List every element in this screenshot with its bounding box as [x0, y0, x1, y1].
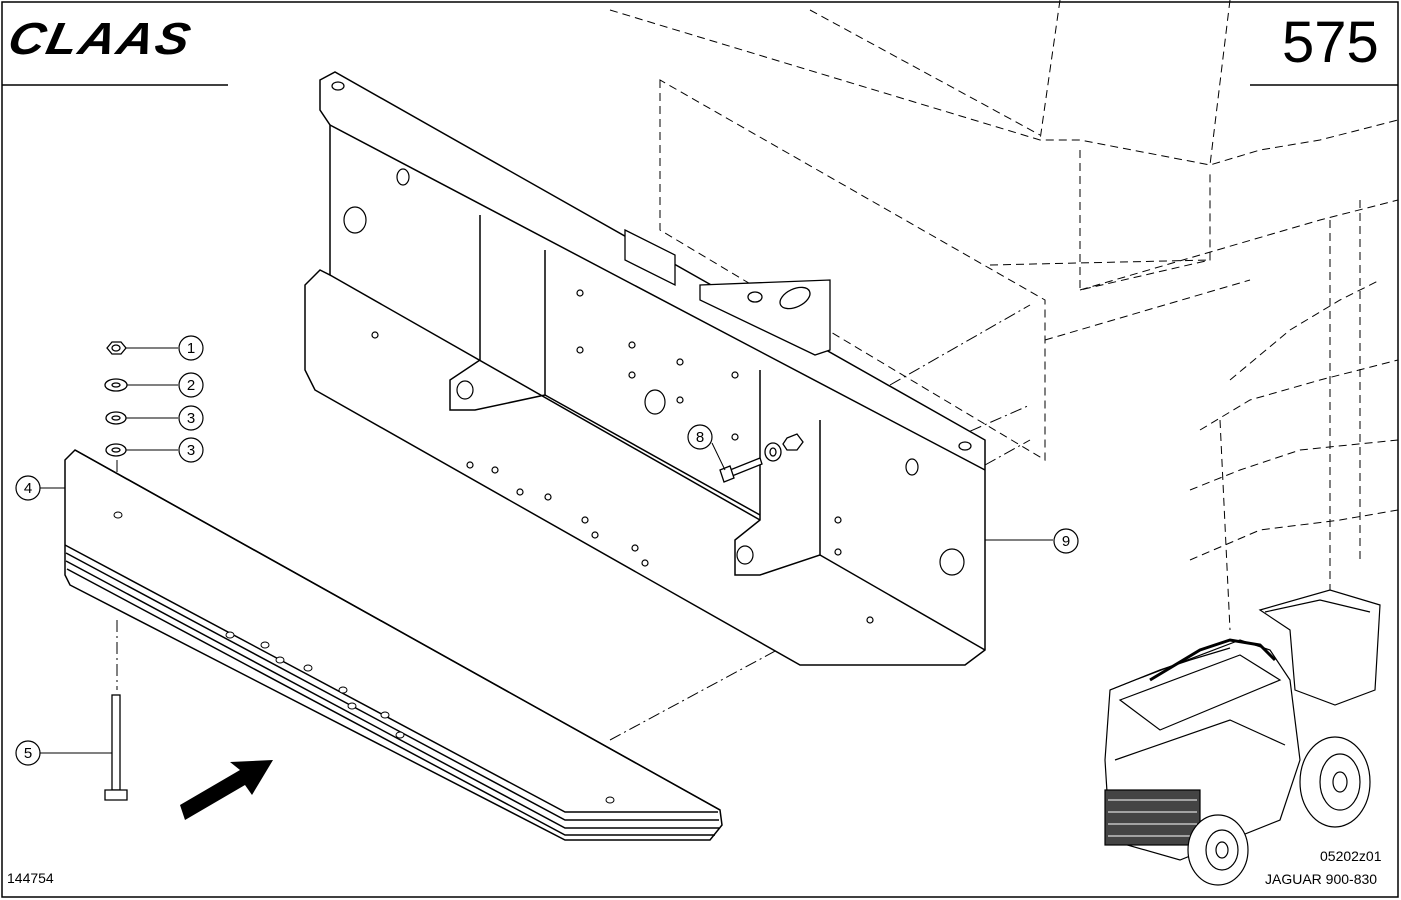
- bracket-holes: [331, 81, 972, 624]
- mounting-bracket: [304, 71, 986, 666]
- counterweight-holes: [113, 511, 615, 804]
- callout-label-1: 1: [187, 340, 195, 357]
- counterweight-plate: [64, 449, 723, 841]
- long-bolt: [111, 694, 121, 791]
- leader-lines: [40, 347, 1053, 754]
- callout-labels: 1 2 3 3 4 5 8 9: [24, 340, 1070, 762]
- support-plate: [624, 228, 831, 356]
- callout-3b: [178, 437, 204, 463]
- drawing-code: 05202z01: [1320, 848, 1382, 864]
- machine-thumbnail: [1104, 589, 1381, 886]
- callout-9: [1053, 528, 1079, 554]
- callout-label-2: 2: [187, 377, 195, 394]
- callout-label-4: 4: [24, 480, 32, 497]
- callouts: [15, 335, 1079, 766]
- callout-5: [15, 740, 41, 766]
- callout-label-8: 8: [696, 429, 704, 446]
- image-id: 144754: [7, 870, 54, 886]
- machine-model: JAGUAR 900-830: [1265, 871, 1378, 887]
- callout-label-3b: 3: [187, 442, 195, 459]
- direction-arrow-icon: [180, 760, 273, 820]
- callout-1: [178, 335, 204, 361]
- machine-frame-outline: [609, 0, 1399, 631]
- fasteners: [104, 341, 804, 801]
- callout-label-9: 9: [1062, 533, 1070, 550]
- callout-2: [178, 372, 204, 398]
- callout-3a: [178, 405, 204, 431]
- callout-4: [15, 475, 41, 501]
- callout-label-3a: 3: [187, 410, 195, 427]
- callout-8: [687, 424, 713, 450]
- callout-label-5: 5: [24, 745, 32, 762]
- page-number: 575: [1282, 10, 1379, 75]
